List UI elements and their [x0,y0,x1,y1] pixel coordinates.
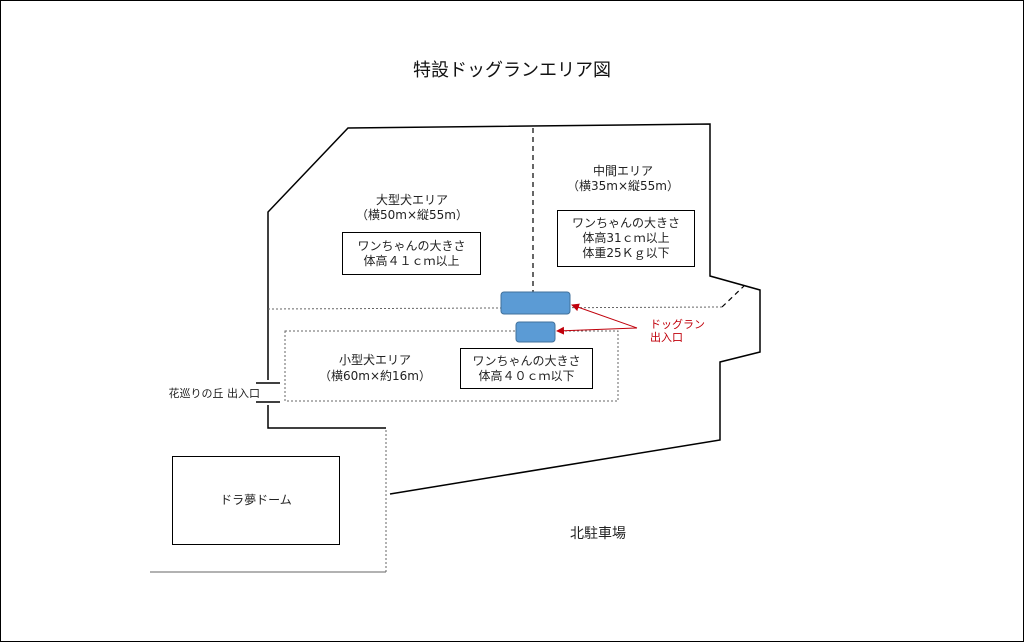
small-dog-size-rule: 体高４０ｃｍ以下 [478,368,575,383]
large-dog-size-box: ワンちゃんの大きさ 体高４１ｃｍ以上 [342,232,481,275]
small-dog-area-outline [284,330,619,402]
small-dog-area-size: （横60m×約16m） [319,369,431,383]
area-divider-diagonal [721,285,745,308]
gate-arrow-upper [571,303,638,329]
small-dog-area-name: 小型犬エリア [338,353,411,367]
gate-arrow-lower [556,326,638,335]
dome-label: ドラ夢ドーム [220,493,292,507]
middle-size-box: ワンちゃんの大きさ 体高31ｃｍ以上 体重25Ｋｇ以下 [557,210,695,267]
small-dog-size-label: ワンちゃんの大きさ [472,353,581,368]
dogrun-boundary [267,123,761,495]
dogrun-exit-label-line1: ドッグラン [650,318,705,331]
large-dog-size-rule: 体高４１ｃｍ以上 [363,253,460,268]
large-dog-size-label: ワンちゃんの大きさ [357,238,466,253]
page-title: 特設ドッグランエリア図 [413,60,611,81]
middle-size-rule-weight: 体重25Ｋｇ以下 [582,246,670,260]
dogrun-gate-upper[interactable] [500,291,571,315]
dogrun-gate-lower[interactable] [515,321,556,343]
middle-size-label: ワンちゃんの大きさ [571,216,680,230]
dogrun-exit-label-line2: 出入口 [650,331,683,344]
large-dog-area-name: 大型犬エリア [375,193,448,207]
middle-size-rule-height: 体高31ｃｍ以上 [582,231,670,245]
area-divider-horizontal [267,306,723,310]
small-dog-size-box: ワンちゃんの大きさ 体高４０ｃｍ以下 [460,348,593,389]
dogrun-boundary-lower [267,405,386,429]
middle-area-name: 中間エリア [592,164,653,178]
dome-building: ドラ夢ドーム [172,456,340,545]
north-parking-label: 北駐車場 [570,526,626,542]
middle-area-size: （横35m×縦55m） [567,179,679,193]
hill-exit-label: 花巡りの丘 出入口 [168,387,261,400]
large-dog-area-size: （横50m×縦55m） [356,208,468,222]
